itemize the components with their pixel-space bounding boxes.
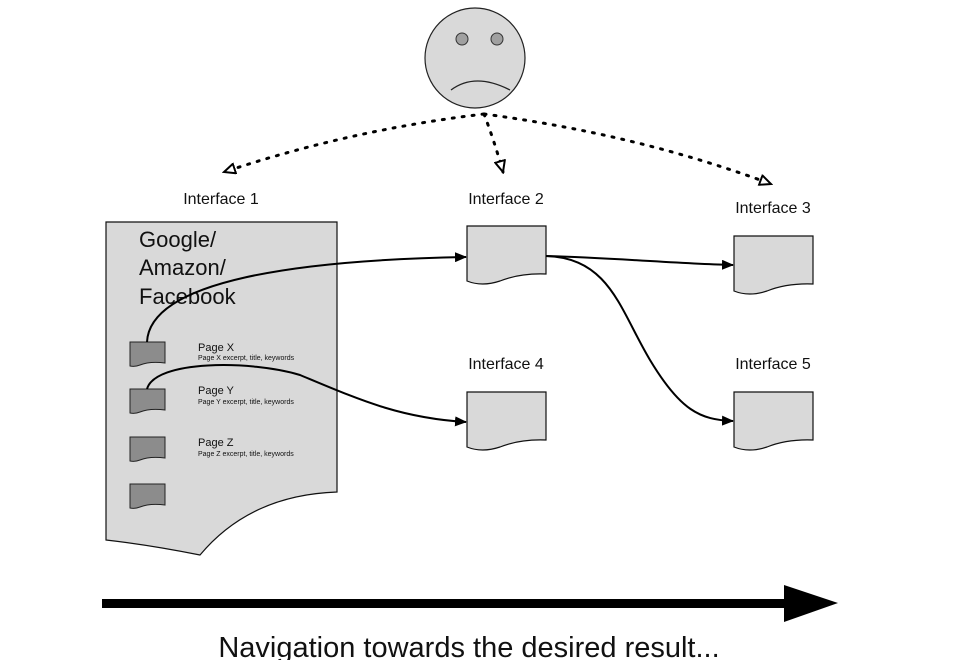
edge-interface-2-to-interface-5 — [545, 255, 734, 426]
navigation-progress-arrow — [102, 585, 838, 622]
result-excerpt: Page X excerpt, title, keywords — [198, 355, 295, 362]
result-excerpt: Page Z excerpt, title, keywords — [198, 451, 294, 458]
search-result-page-x[interactable]: Page X Page X excerpt, title, keywords — [129, 341, 295, 367]
interface-2-document[interactable] — [466, 225, 547, 285]
result-title: Page Y — [198, 385, 235, 397]
search-engine-title-line-1: Google/ — [139, 227, 217, 252]
search-result-page-y[interactable]: Page Y Page Y excerpt, title, keywords — [129, 385, 294, 414]
interface-4-label: Interface 4 — [468, 356, 544, 373]
search-result-page-z[interactable]: Page Z Page Z excerpt, title, keywords — [129, 436, 294, 462]
document-icon — [129, 388, 166, 414]
interface-3-label: Interface 3 — [735, 200, 811, 217]
search-engine-title-line-2: Amazon/ — [139, 255, 227, 280]
sad-face-icon — [424, 7, 526, 109]
dotted-edge-to-interface-1 — [224, 112, 486, 172]
interface-5-document[interactable] — [733, 391, 814, 451]
dotted-edge-to-interface-3 — [482, 112, 771, 184]
interface-5-label: Interface 5 — [735, 356, 811, 373]
result-title: Page Z — [198, 437, 234, 449]
result-excerpt: Page Y excerpt, title, keywords — [198, 399, 294, 406]
interface-1-label: Interface 1 — [183, 191, 259, 208]
search-result-blank[interactable] — [129, 483, 166, 509]
document-icon — [129, 483, 166, 509]
interface-2-label: Interface 2 — [468, 191, 544, 208]
edge-page-y-to-interface-4 — [146, 364, 467, 427]
edge-interface-2-to-interface-3 — [545, 255, 734, 270]
interface-4-document[interactable] — [466, 391, 547, 451]
caption: Navigation towards the desired result... — [218, 632, 719, 660]
dotted-edge-to-interface-2 — [482, 112, 503, 172]
result-title: Page X — [198, 342, 235, 354]
interface-3-document[interactable] — [733, 235, 814, 295]
document-icon — [129, 341, 166, 367]
document-icon — [129, 436, 166, 462]
edge-page-x-to-interface-2 — [146, 252, 467, 343]
